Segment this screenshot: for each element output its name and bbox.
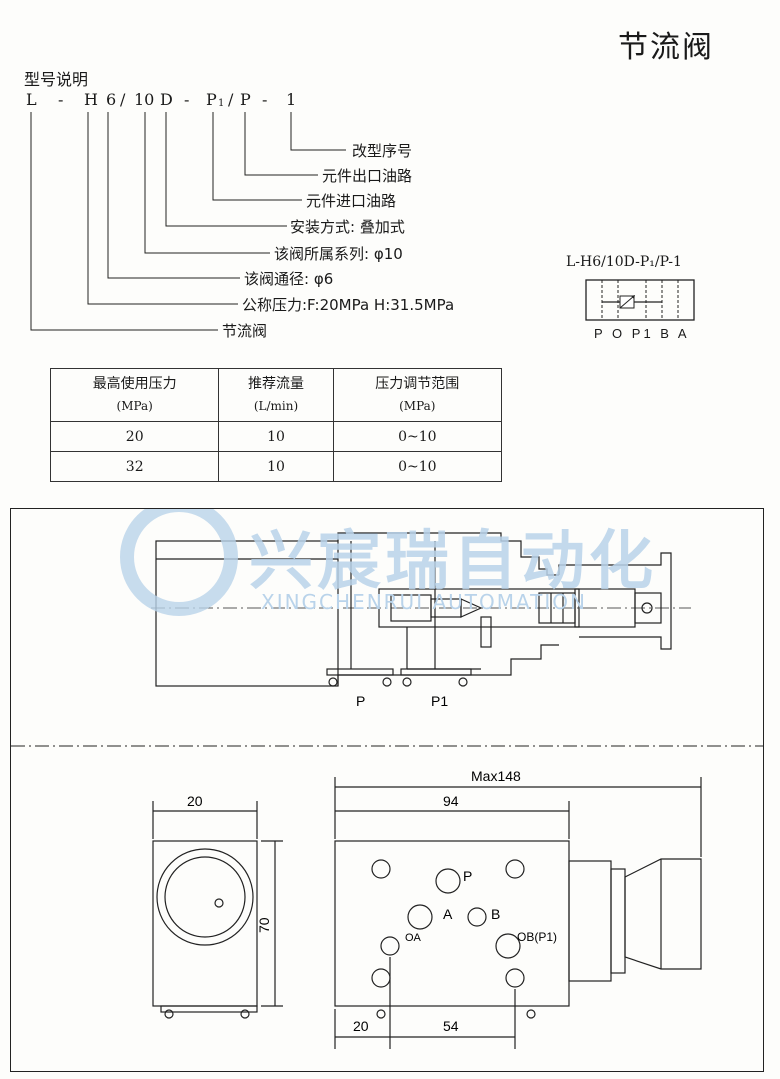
- face-label-p: P: [463, 868, 472, 884]
- technical-drawing: P P1 兴宸瑞自动化 XINGCHENRUI AUTOMATION 20 70: [11, 509, 763, 1049]
- col-flow: 推荐流量(L/min): [218, 368, 334, 422]
- drawing-frame: P P1 兴宸瑞自动化 XINGCHENRUI AUTOMATION 20 70: [10, 508, 764, 1072]
- code-H: H: [84, 90, 98, 109]
- legend-pressure: 公称压力:F:20MPa H:31.5MPa: [242, 296, 455, 314]
- face-label-ob-p1: OB(P1): [517, 930, 557, 944]
- dim-20-bottom: 20: [353, 1018, 369, 1034]
- symbol-ports: P O P1 B A: [594, 326, 690, 341]
- code-slash-2: /: [228, 90, 234, 109]
- code-dash-3: -: [262, 90, 268, 109]
- throttle-valve-symbol: [585, 279, 695, 321]
- col-max-pressure: 最高使用压力(MPa): [49, 368, 220, 422]
- model-leader-lines: [30, 112, 346, 331]
- page-title: 节流阀: [618, 30, 714, 65]
- face-label-a: A: [443, 906, 453, 922]
- legend-bore: 该阀通径: φ6: [244, 270, 334, 288]
- code-dash: -: [58, 90, 64, 109]
- model-heading: 型号说明: [24, 70, 89, 89]
- legend-mounting: 安装方式: 叠加式: [290, 218, 405, 236]
- code-slash: /: [120, 90, 126, 109]
- dim-70: 70: [256, 917, 272, 933]
- code-L: L: [26, 90, 37, 109]
- legend-revision: 改型序号: [352, 142, 413, 160]
- dim-94: 94: [443, 793, 459, 809]
- code-subscript-1: 1: [218, 98, 225, 109]
- table-row: 20 10 0~10: [49, 421, 503, 452]
- face-label-oa: OA: [405, 932, 422, 944]
- port-label-p1: P1: [431, 693, 448, 709]
- face-label-b: B: [491, 906, 500, 922]
- code-10: 10: [134, 90, 155, 109]
- code-P: P: [206, 90, 217, 109]
- svg-text:XINGCHENRUI AUTOMATION: XINGCHENRUI AUTOMATION: [261, 590, 587, 614]
- table-row: 32 10 0~10: [49, 451, 503, 482]
- table-header-row: 最高使用压力(MPa) 推荐流量(L/min) 压力调节范围(MPa): [49, 368, 503, 422]
- dim-max148: Max148: [471, 768, 521, 784]
- code-D: D: [160, 90, 173, 109]
- symbol-label: L-H6/10D-P₁/P-1: [566, 254, 682, 270]
- section-view: [155, 532, 672, 687]
- side-view: [152, 801, 283, 1019]
- watermark: 兴宸瑞自动化 XINGCHENRUI AUTOMATION: [120, 509, 657, 616]
- legend-series: 该阀所属系列: φ10: [274, 245, 403, 263]
- code-6: 6: [106, 90, 117, 109]
- dim-20-side: 20: [187, 793, 203, 809]
- dim-54: 54: [443, 1018, 459, 1034]
- spec-table: 最高使用压力(MPa) 推荐流量(L/min) 压力调节范围(MPa) 20 1…: [49, 368, 503, 482]
- svg-text:兴宸瑞自动化: 兴宸瑞自动化: [249, 525, 657, 599]
- code-rev-1: 1: [286, 90, 297, 109]
- legend-throttle: 节流阀: [222, 322, 268, 340]
- code-dash-2: -: [184, 90, 190, 109]
- col-range: 压力调节范围(MPa): [332, 368, 503, 422]
- code-P-2: P: [240, 90, 251, 109]
- legend-inlet: 元件进口油路: [306, 192, 397, 210]
- port-label-p: P: [356, 693, 365, 709]
- front-view: [334, 777, 702, 1049]
- legend-outlet: 元件出口油路: [322, 167, 413, 185]
